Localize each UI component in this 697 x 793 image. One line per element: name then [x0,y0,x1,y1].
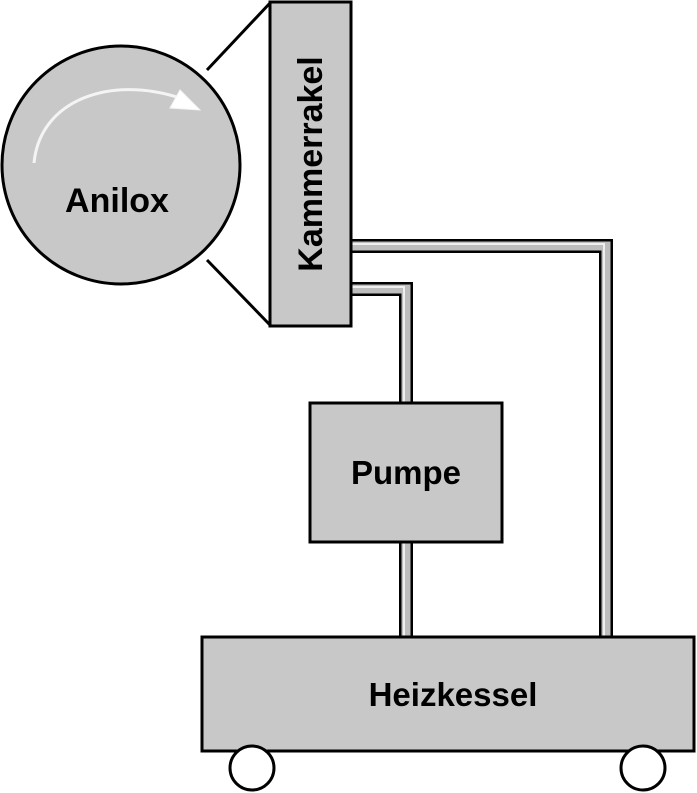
anilox-label: Anilox [65,182,169,220]
chamber-doctor-blade-label: Kammerrakel [292,56,330,271]
heating-tank-label: Heizkessel [369,676,538,713]
supply-pipe-upper [352,282,413,403]
supply-pipe-lower [399,542,413,638]
tangent-line-bottom [205,258,272,327]
wheel-left [228,744,276,792]
rotation-arrow-icon [32,88,181,164]
return-pipe [352,239,613,638]
wheel-right [619,744,667,792]
chamber-doctor-blade: Kammerrakel [268,0,353,328]
rotation-arrowhead-icon [169,89,202,111]
tangent-line-top [205,1,272,72]
anilox-roller: Anilox [0,44,242,286]
heating-tank: Heizkessel [200,635,696,753]
pump: Pumpe [308,401,504,544]
pump-label: Pumpe [351,454,461,491]
